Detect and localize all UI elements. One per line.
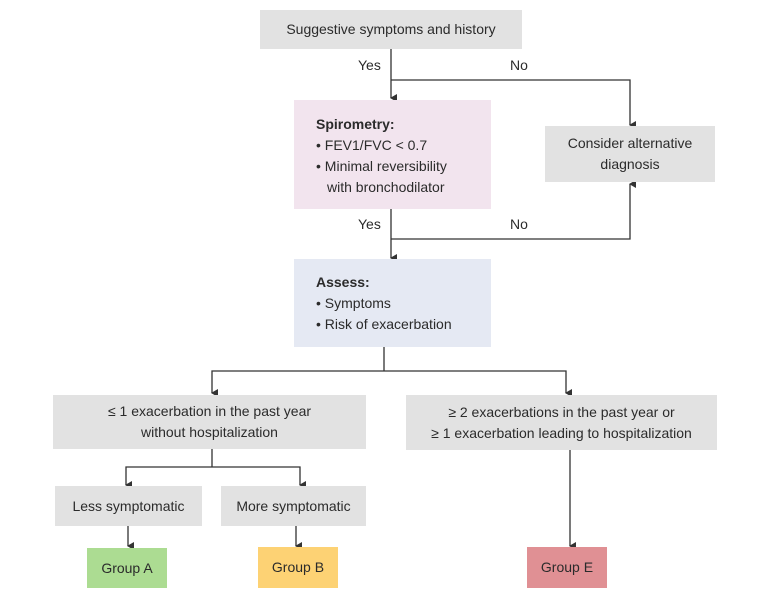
node-text-line2: ≥ 1 exacerbation leading to hospitalizat… [431,424,692,441]
edge-assess-to-low [211,370,384,397]
edge-label-no: No [510,57,528,73]
edge-low-to-more [212,466,306,489]
node-title: Assess: [316,274,370,290]
node-text: Less symptomatic [72,497,185,514]
node-text: Group B [271,559,325,575]
node-bullet-continuation: with bronchodilator [327,179,445,195]
node-group-b: Group B [258,547,338,588]
node-text: Group A [101,559,153,576]
node-suggestive-symptoms: Suggestive symptoms and history [260,10,522,49]
node-consider-alternative-diagnosis: Consider alternative diagnosis [545,126,715,182]
node-spirometry: Spirometry: • FEV1/FVC < 0.7 • Minimal r… [294,100,491,209]
edge-low-to-less [125,466,212,489]
node-bullet: • Risk of exacerbation [316,316,452,332]
node-title: Spirometry: [316,116,395,132]
node-text: Group E [540,559,594,575]
node-group-e: Group E [527,547,607,588]
node-bullet: • FEV1/FVC < 0.7 [316,137,428,153]
node-assess: Assess: • Symptoms • Risk of exacerbatio… [294,259,491,347]
node-high-exacerbation-risk: ≥ 2 exacerbations in the past year or ≥ … [406,395,717,450]
node-text-line1: ≥ 2 exacerbations in the past year or [448,403,675,420]
node-group-a: Group A [87,548,167,588]
node-more-symptomatic: More symptomatic [221,486,366,526]
node-text-line1: Consider alternative [567,135,693,151]
node-less-symptomatic: Less symptomatic [55,486,202,526]
node-bullet: • Minimal reversibility [316,158,447,174]
node-text: More symptomatic [236,497,351,514]
edge-label-yes: Yes [358,57,381,73]
edge-assess-to-high [384,370,572,397]
node-bullet: • Symptoms [316,295,391,311]
node-low-exacerbation-risk: ≤ 1 exacerbation in the past year withou… [53,395,366,449]
node-text-line2: diagnosis [600,156,660,172]
node-text-line1: ≤ 1 exacerbation in the past year [107,403,312,419]
node-text-line2: without hospitalization [141,424,278,440]
edge-label-yes: Yes [358,216,381,232]
edge-label-no: No [510,216,528,232]
edge-spirometry-to-alternative [391,180,636,240]
node-text: Suggestive symptoms and history [286,21,496,37]
edge-start-to-alternative [391,79,636,129]
